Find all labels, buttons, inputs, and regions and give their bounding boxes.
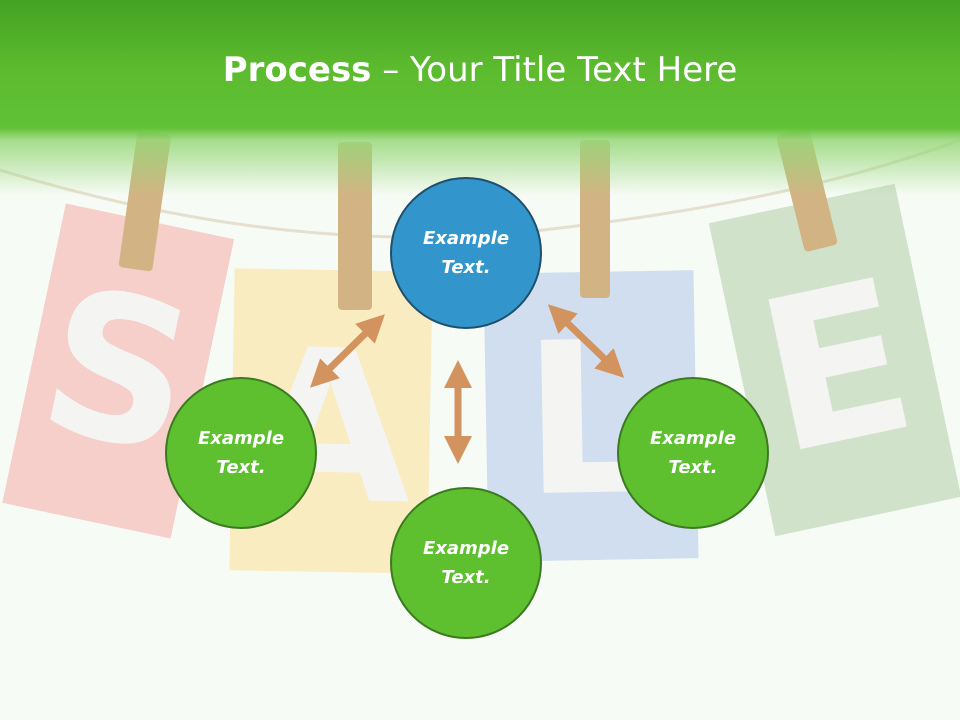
circle-top-text: Example Text. <box>422 228 510 278</box>
circle-bottom[interactable]: Example Text. <box>390 487 542 639</box>
circle-top[interactable]: Example Text. <box>390 177 542 329</box>
arrow-top-right <box>547 304 625 378</box>
card-e: E <box>708 183 960 537</box>
circle-bottom-text: Example Text. <box>422 538 510 588</box>
title-bold: Process <box>222 50 372 90</box>
circle-right[interactable]: Example Text. <box>617 377 769 529</box>
circle-left[interactable]: Example Text. <box>165 377 317 529</box>
circle-left-text: Example Text. <box>197 428 285 478</box>
circle-right-text: Example Text. <box>649 428 737 478</box>
arrow-top-left <box>310 314 385 388</box>
title-rest: – Your Title Text Here <box>371 50 738 90</box>
header-band <box>0 0 960 196</box>
slide-title: Process – Your Title Text Here <box>0 50 960 90</box>
